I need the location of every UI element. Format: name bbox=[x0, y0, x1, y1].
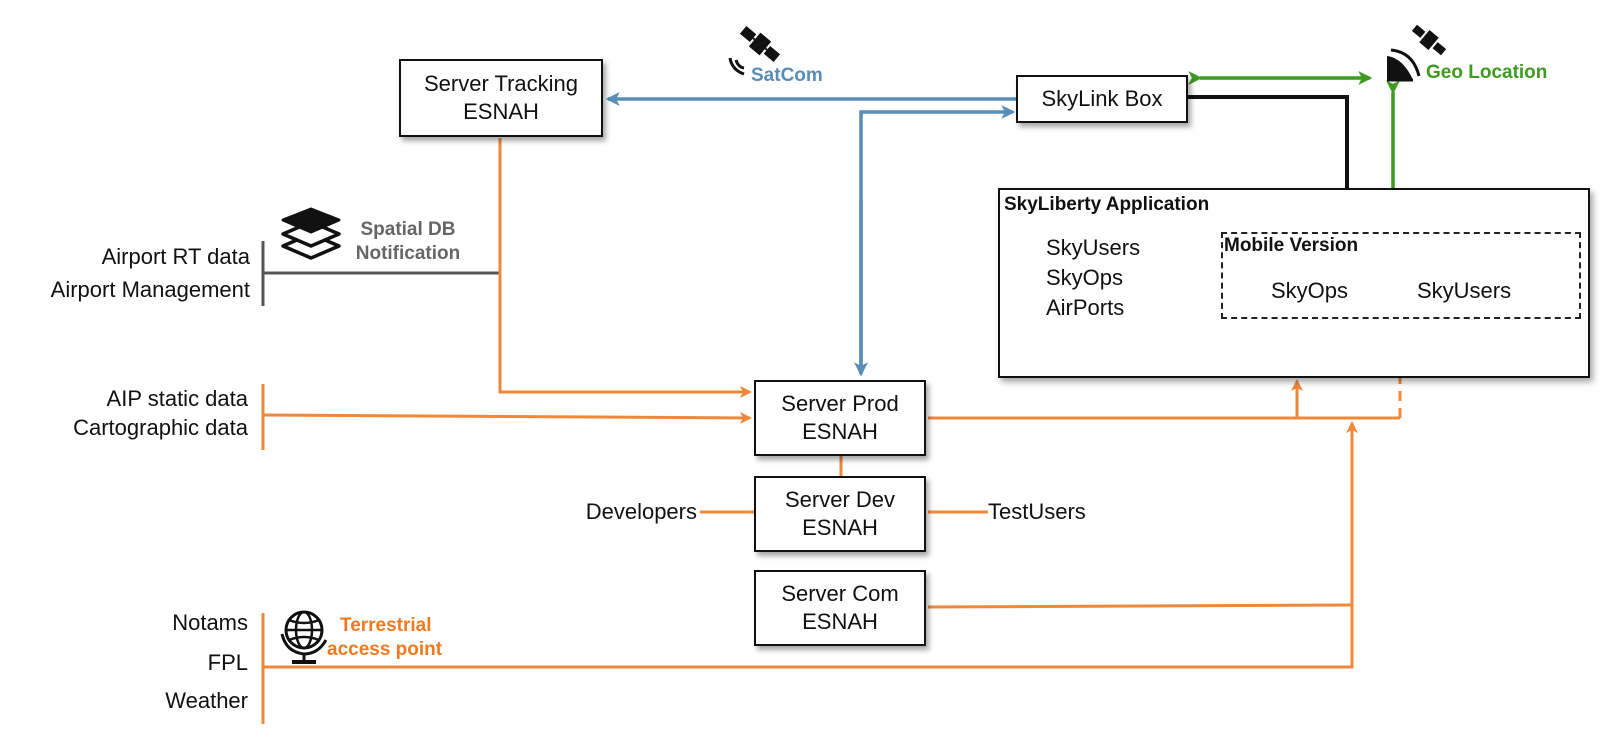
server-com-node: Server Com ESNAH bbox=[754, 570, 926, 646]
skylink-box-node: SkyLink Box bbox=[1016, 75, 1188, 123]
node-label-line1: Server Dev bbox=[784, 487, 896, 512]
server-dev-node: Server Dev ESNAH bbox=[754, 476, 926, 552]
server-tracking-node: Server Tracking ESNAH bbox=[399, 59, 603, 137]
satellite-dish-icon bbox=[1387, 24, 1447, 82]
app-item-skyops: SkyOps bbox=[1046, 265, 1124, 290]
mobile-title: Mobile Version bbox=[1224, 235, 1359, 256]
app-item-airports: AirPorts bbox=[1046, 295, 1125, 320]
layers-icon bbox=[281, 207, 341, 260]
node-label-line1: Server Com bbox=[781, 581, 899, 606]
geo-location-label: Geo Location bbox=[1426, 62, 1548, 83]
prod-to-app-link bbox=[928, 321, 1406, 420]
source-airport-rt-data: Airport RT data bbox=[101, 244, 250, 269]
source-airport-management: Airport Management bbox=[50, 277, 250, 302]
terrestrial-label-line2: access point bbox=[327, 639, 443, 660]
spatial-db-label-line1: Spatial DB bbox=[360, 219, 456, 240]
node-label-line2: ESNAH bbox=[463, 99, 539, 124]
node-label-line2: ESNAH bbox=[802, 609, 878, 634]
node-label: SkyLink Box bbox=[1041, 86, 1163, 111]
developers-label: Developers bbox=[585, 499, 697, 524]
spatial-db-label-line2: Notification bbox=[355, 243, 461, 264]
node-label-line1: Server Tracking bbox=[423, 71, 579, 96]
globe-icon bbox=[280, 610, 328, 664]
satcom-link bbox=[605, 92, 1017, 377]
node-label-line2: ESNAH bbox=[802, 515, 878, 540]
source-weather: Weather bbox=[165, 688, 248, 713]
airport-connector bbox=[261, 241, 500, 306]
aip-connector bbox=[261, 384, 752, 450]
mobile-item-skyops: SkyOps bbox=[1271, 278, 1349, 303]
satcom-label: SatCom bbox=[751, 65, 823, 86]
source-aip-static-data: AIP static data bbox=[106, 386, 248, 411]
node-label-line2: ESNAH bbox=[802, 419, 878, 444]
testusers-label: TestUsers bbox=[988, 499, 1086, 524]
skylink-to-mobile-link bbox=[1186, 95, 1349, 232]
server-prod-node: Server Prod ESNAH bbox=[754, 380, 926, 456]
satellite-icon bbox=[728, 26, 781, 76]
source-fpl: FPL bbox=[207, 650, 248, 675]
terrestrial-connector bbox=[261, 421, 1358, 724]
source-cartographic-data: Cartographic data bbox=[73, 415, 248, 440]
mobile-item-skyusers: SkyUsers bbox=[1417, 278, 1512, 303]
node-label-line1: Server Prod bbox=[781, 391, 899, 416]
terrestrial-label-line1: Terrestrial bbox=[340, 615, 432, 636]
app-item-skyusers: SkyUsers bbox=[1046, 235, 1141, 260]
app-title: SkyLiberty Application bbox=[1004, 194, 1210, 215]
tracking-to-prod-link bbox=[498, 138, 752, 398]
mobile-version-panel bbox=[1221, 232, 1581, 319]
source-notams: Notams bbox=[172, 610, 248, 635]
